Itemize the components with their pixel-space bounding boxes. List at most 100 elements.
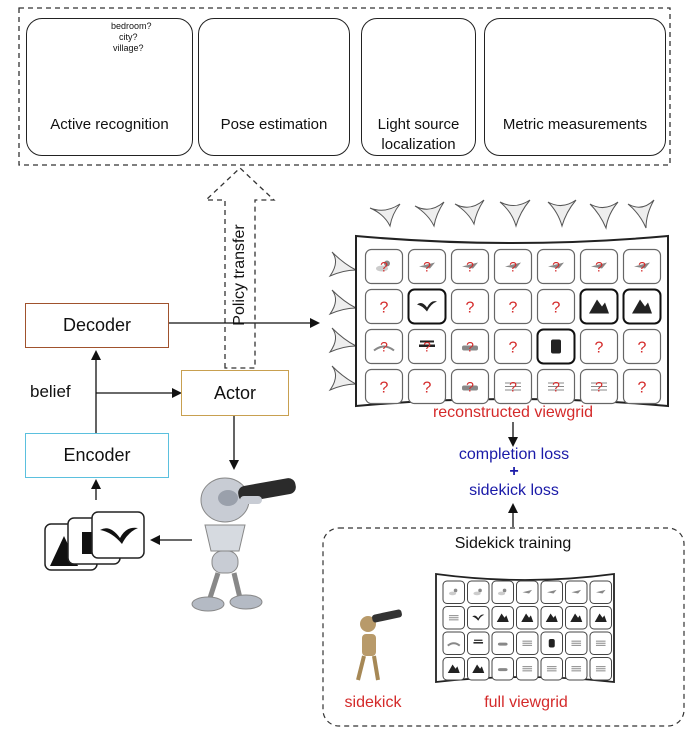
full-viewgrid-cell: [540, 631, 563, 655]
sidekick-label: sidekick: [344, 694, 402, 711]
sidekick-loss-label: sidekick loss: [469, 482, 559, 499]
road-icon: [447, 642, 461, 647]
plane-icon: [546, 589, 557, 594]
viewgrid-cell-frame: [622, 328, 662, 365]
viewgrid-cell: ?: [450, 368, 490, 405]
mountain-icon: [447, 664, 460, 673]
full-viewgrid-cell: [516, 657, 539, 681]
unknown-view-mark: ?: [509, 340, 518, 357]
viewgrid-cell: ?: [579, 368, 619, 405]
belief-label: belief: [30, 382, 71, 401]
full-viewgrid-cell: [442, 580, 465, 604]
full-viewgrid-cell: [565, 657, 588, 681]
sidekick-training-label: Sidekick training: [454, 535, 572, 552]
encoder-label: Encoder: [63, 445, 131, 465]
road-icon: [373, 345, 395, 352]
cloud-icon: [376, 265, 388, 272]
mountain-icon: [589, 299, 609, 314]
full-viewgrid-cell: [491, 580, 514, 604]
full-viewgrid-cell: [442, 657, 465, 681]
viewgrid-cell: ?: [579, 328, 619, 365]
viewgrid-cell: ?: [622, 328, 662, 365]
viewgrid-cell: ?: [493, 368, 533, 405]
task-label-active-recognition: Active recognition: [50, 116, 169, 133]
mountain-icon: [570, 613, 583, 622]
bench-back: [420, 340, 434, 343]
plus-label: +: [509, 463, 519, 480]
unknown-view-mark: ?: [380, 339, 388, 355]
mountain-icon: [632, 299, 652, 314]
unknown-view-mark: ?: [595, 340, 604, 357]
encoder-box: Encoder: [25, 433, 169, 478]
cloud-icon: [497, 591, 506, 596]
viewgrid-cell-frame: [536, 288, 576, 325]
viewgrid-cell-frame: [493, 328, 533, 365]
sun-icon: [502, 588, 507, 593]
unknown-view-mark: ?: [552, 379, 560, 395]
viewgrid-cell: ?: [536, 288, 576, 325]
viewgrid-cell: ?: [536, 368, 576, 405]
viewgrid-cell: ?: [450, 328, 490, 365]
unknown-view-mark: ?: [552, 300, 561, 317]
unknown-view-mark: ?: [595, 259, 603, 275]
observed-views-stack: [44, 511, 145, 571]
viewgrid-cell-frame: [364, 368, 404, 405]
unknown-view-mark: ?: [466, 379, 474, 395]
plane-icon: [634, 262, 650, 269]
full-viewgrid-cells: [442, 580, 612, 681]
full-viewgrid-cell-frame: [467, 606, 490, 630]
full-viewgrid-cell: [467, 580, 490, 604]
mountain-icon: [496, 613, 509, 622]
unknown-view-mark: ?: [509, 379, 517, 395]
camera-fans-top: [369, 199, 655, 230]
unknown-view-mark: ?: [423, 259, 431, 275]
bench-icon: [419, 344, 435, 347]
task-label-metric: Metric measurements: [502, 116, 648, 133]
plane-icon: [462, 262, 478, 269]
viewgrid-cell: ?: [493, 248, 533, 285]
car-icon: [497, 668, 508, 672]
sidekick-training-container: [322, 527, 685, 727]
task-label-light-source-2: localization: [381, 136, 456, 153]
viewgrid-cell: ?: [364, 368, 404, 405]
viewgrid-cell: ?: [622, 248, 662, 285]
query-city: city?: [119, 32, 138, 42]
decoder-label: Decoder: [62, 315, 132, 335]
full-viewgrid-cell: [467, 657, 490, 681]
query-village: village?: [113, 43, 144, 53]
viewgrid-cell: ?: [364, 328, 404, 365]
full-viewgrid-cell: [589, 580, 612, 604]
policy-transfer-arrow: [204, 167, 276, 369]
full-viewgrid-cell: [589, 631, 612, 655]
task-metric-measurements: Metric measurements: [484, 18, 666, 156]
full-viewgrid-cell: [491, 657, 514, 681]
cloud-icon: [448, 591, 457, 596]
plane-icon: [571, 589, 582, 594]
viewgrid-cell: ?: [407, 248, 447, 285]
car-icon: [462, 385, 478, 391]
unknown-view-mark: ?: [595, 379, 603, 395]
task-active-recognition: bedroom? city? village? Active recogniti…: [26, 18, 193, 156]
task-pose-estimation: Pose estimation: [198, 18, 350, 156]
car-icon: [462, 345, 478, 351]
viewgrid-cell: ?: [579, 248, 619, 285]
full-viewgrid-cell: [565, 631, 588, 655]
camera-fans-left: [328, 251, 357, 392]
decoder-box: Decoder: [25, 303, 169, 348]
unknown-view-mark: ?: [638, 340, 647, 357]
mountain-icon: [545, 613, 558, 622]
robot-agent: [191, 477, 296, 612]
unknown-view-mark: ?: [380, 380, 389, 397]
actor-label: Actor: [213, 382, 256, 403]
ship-icon: [548, 639, 555, 648]
full-viewgrid-cell: [540, 606, 563, 630]
plane-icon: [505, 262, 521, 269]
unknown-view-mark: ?: [638, 259, 646, 275]
bird-icon: [472, 614, 485, 621]
unknown-view-mark: ?: [466, 339, 474, 355]
viewgrid-cell-frame: [450, 288, 490, 325]
unknown-view-mark: ?: [509, 259, 517, 275]
mountain-icon: [472, 664, 485, 673]
viewgrid-cell: ?: [364, 288, 404, 325]
unknown-view-mark: ?: [466, 259, 474, 275]
